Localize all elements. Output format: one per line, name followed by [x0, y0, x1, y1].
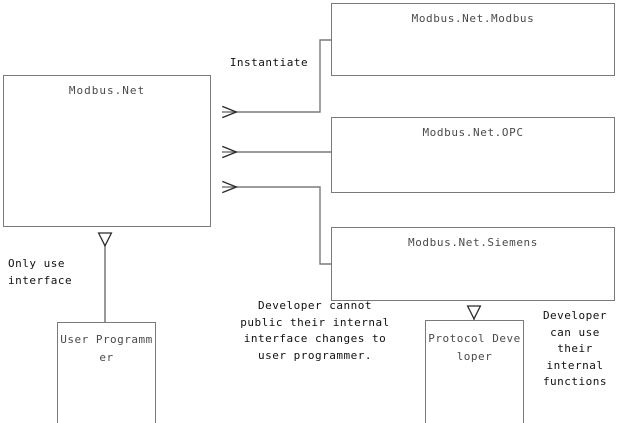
node-modbus-net-siemens-label: Modbus.Net.Siemens: [407, 236, 538, 249]
note-only-use-interface: Only use interface: [8, 257, 73, 287]
edge-siemens-to-core: [222, 187, 331, 265]
node-modbus-net-siemens[interactable]: Modbus.Net.Siemens: [331, 227, 615, 301]
node-modbus-net-opc-label: Modbus.Net.OPC: [422, 126, 524, 139]
node-modbus-net-modbus[interactable]: Modbus.Net.Modbus: [331, 3, 615, 76]
node-user-programmer[interactable]: User Programmer: [57, 322, 156, 423]
note-developer-can-use: Developer can use their internal functio…: [542, 309, 608, 388]
node-protocol-developer[interactable]: Protocol Developer: [425, 320, 524, 423]
node-user-programmer-label: User Programmer: [60, 333, 153, 365]
node-modbus-net[interactable]: Modbus.Net: [3, 75, 211, 227]
node-modbus-net-label: Modbus.Net: [68, 84, 146, 97]
node-modbus-net-opc[interactable]: Modbus.Net.OPC: [331, 117, 615, 193]
node-protocol-developer-label: Protocol Developer: [428, 332, 521, 364]
note-developer-cannot-public: Developer cannot public their internal i…: [240, 299, 390, 362]
edge-modbus-to-core: [222, 39, 331, 112]
note-instantiate: Instantiate: [229, 56, 309, 69]
node-modbus-net-modbus-label: Modbus.Net.Modbus: [411, 12, 535, 25]
